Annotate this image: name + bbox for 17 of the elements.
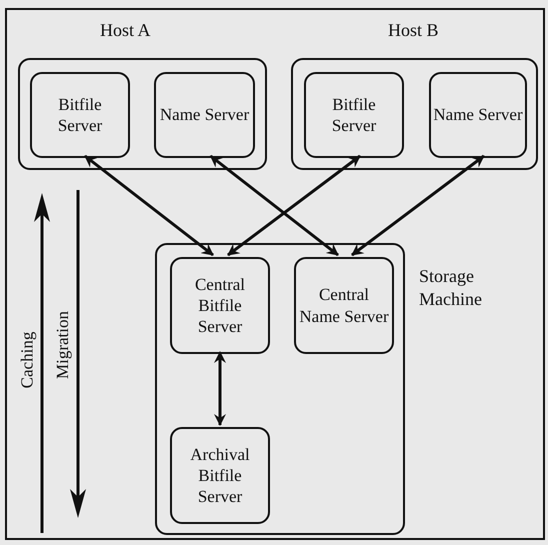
server-box: Archival Bitfile Server xyxy=(170,427,270,524)
server-box: Central Name Server xyxy=(294,257,394,354)
server-box: Bitfile Server xyxy=(304,72,404,158)
host-label: Host A xyxy=(100,20,151,41)
host-label: Host B xyxy=(388,20,439,41)
server-box: Name Server xyxy=(154,72,255,158)
double-arrow xyxy=(214,351,226,426)
server-box: Central Bitfile Server xyxy=(170,257,270,354)
server-box: Name Server xyxy=(429,72,527,158)
double-arrow xyxy=(210,154,339,256)
double-arrow xyxy=(227,154,361,256)
flow-label: Caching xyxy=(16,332,37,388)
double-arrow xyxy=(351,154,485,256)
machine-label: Storage Machine xyxy=(419,265,483,312)
server-box: Bitfile Server xyxy=(30,72,130,158)
flow-label: Migration xyxy=(53,311,73,379)
double-arrow xyxy=(84,154,214,256)
